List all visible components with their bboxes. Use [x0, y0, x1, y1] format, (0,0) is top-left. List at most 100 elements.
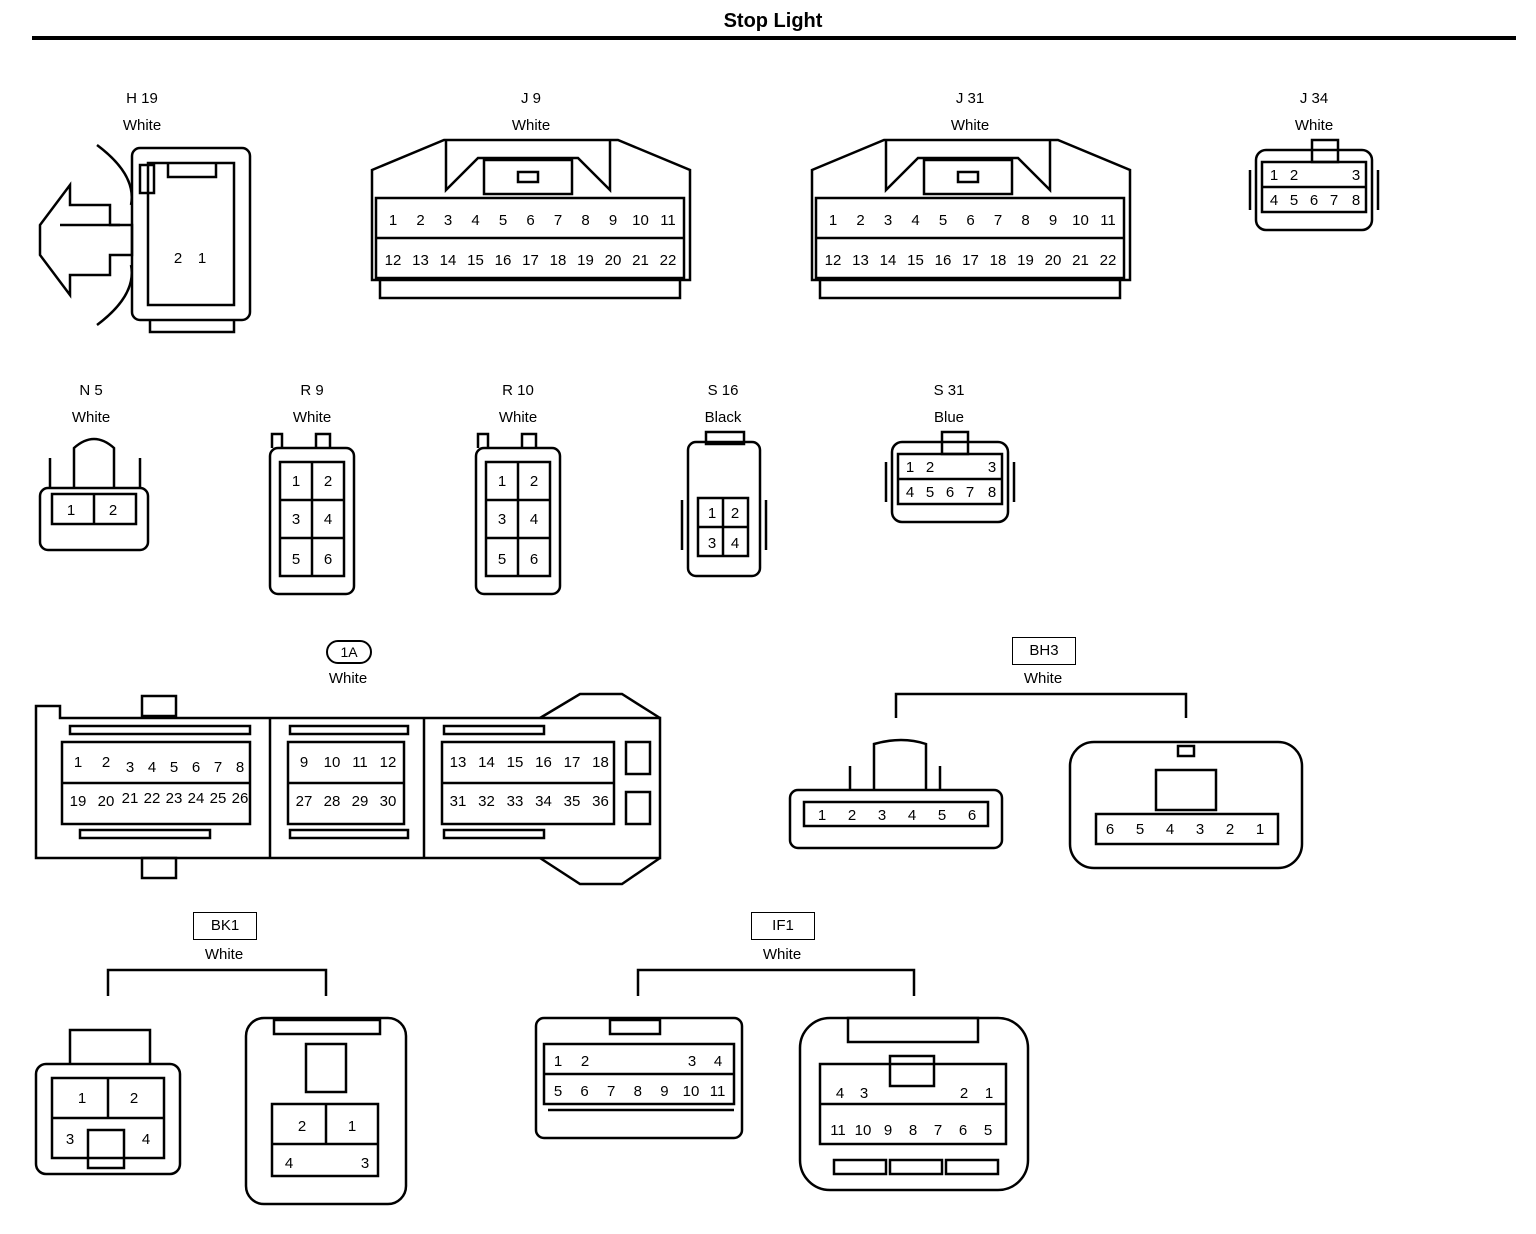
pin-1a-23: 23	[166, 790, 183, 807]
connector-code-j31: J 31	[955, 90, 985, 107]
connector-r9	[268, 432, 356, 596]
connector-bh3-male	[788, 738, 1004, 850]
pin-s31-1: 1	[906, 459, 914, 476]
pin-if1-right-2: 2	[960, 1085, 968, 1102]
pin-if1-right-11: 11	[830, 1122, 846, 1139]
connector-code-bh3: BH3	[1012, 637, 1076, 665]
pin-1a-15: 15	[507, 754, 524, 771]
connector-code-j9: J 9	[520, 90, 541, 107]
pin-1a-33: 33	[507, 793, 524, 810]
pin-j34-1: 1	[1270, 167, 1278, 184]
pin-j9-18: 18	[550, 252, 567, 269]
pin-s16-3: 3	[708, 535, 716, 552]
pin-if1-right-7: 7	[934, 1122, 942, 1139]
pin-bh3-left-5: 5	[938, 807, 946, 824]
connector-code-r10: R 10	[502, 382, 534, 399]
pin-j9-21: 21	[632, 252, 649, 269]
connector-color-j34: White	[1294, 117, 1334, 134]
connector-if1-female	[798, 1016, 1030, 1192]
connector-color-n5: White	[71, 409, 111, 426]
pin-bh3-right-1: 1	[1256, 821, 1264, 838]
pin-j31-8: 8	[1021, 212, 1029, 229]
pin-bk1-left-1: 1	[78, 1090, 86, 1107]
pin-j31-15: 15	[907, 252, 924, 269]
pin-if1-left-4: 4	[714, 1053, 722, 1070]
connector-r10	[474, 432, 562, 596]
pin-1a-16: 16	[535, 754, 552, 771]
pin-j34-5: 5	[1290, 192, 1298, 209]
pin-s31-7: 7	[966, 484, 974, 501]
pin-j31-5: 5	[939, 212, 947, 229]
connector-color-bk1: White	[204, 946, 244, 963]
pin-r10-2: 2	[530, 473, 538, 490]
pin-j34-6: 6	[1310, 192, 1318, 209]
pin-if1-right-1: 1	[985, 1085, 993, 1102]
pin-j9-22: 22	[660, 252, 677, 269]
pin-1a-3: 3	[126, 759, 134, 776]
pin-j31-19: 19	[1017, 252, 1034, 269]
connector-1a	[34, 692, 662, 886]
pin-s16-2: 2	[731, 505, 739, 522]
pin-j31-16: 16	[935, 252, 952, 269]
pin-bh3-right-5: 5	[1136, 821, 1144, 838]
connector-code-bk1: BK1	[193, 912, 257, 940]
pin-j9-11: 11	[660, 212, 676, 229]
pin-if1-left-5: 5	[554, 1083, 562, 1100]
pin-s31-2: 2	[926, 459, 934, 476]
pin-if1-right-5: 5	[984, 1122, 992, 1139]
pin-r10-4: 4	[530, 511, 538, 528]
connector-bh3-female	[1068, 740, 1304, 870]
pin-if1-left-2: 2	[581, 1053, 589, 1070]
pin-if1-left-1: 1	[554, 1053, 562, 1070]
pin-bk1-left-2: 2	[130, 1090, 138, 1107]
pin-j31-10: 10	[1072, 212, 1089, 229]
pin-1a-4: 4	[148, 759, 156, 776]
pin-j31-14: 14	[880, 252, 897, 269]
pin-j31-7: 7	[994, 212, 1002, 229]
connector-color-if1: White	[762, 946, 802, 963]
pin-h19-2: 2	[174, 250, 182, 267]
connector-code-r9: R 9	[300, 382, 324, 399]
connector-if1-male	[534, 1016, 744, 1140]
pin-1a-18: 18	[592, 754, 609, 771]
pin-1a-5: 5	[170, 759, 178, 776]
pin-s31-6: 6	[946, 484, 954, 501]
pin-1a-34: 34	[535, 793, 552, 810]
pin-j31-21: 21	[1072, 252, 1089, 269]
pin-j9-5: 5	[499, 212, 507, 229]
pin-1a-27: 27	[296, 793, 313, 810]
pin-j9-20: 20	[605, 252, 622, 269]
connector-s31	[884, 430, 1016, 524]
connector-j34	[1248, 138, 1380, 232]
pin-j34-3: 3	[1352, 167, 1360, 184]
connector-code-1a: 1A	[326, 640, 372, 664]
connector-color-r10: White	[498, 409, 538, 426]
connector-color-1a: White	[328, 670, 368, 687]
pin-bk1-right-2: 2	[298, 1118, 306, 1135]
pin-s16-1: 1	[708, 505, 716, 522]
pin-1a-26: 26	[232, 790, 249, 807]
pin-1a-24: 24	[188, 790, 205, 807]
connector-code-if1: IF1	[751, 912, 815, 940]
pin-bk1-right-4: 4	[285, 1155, 293, 1172]
pin-1a-13: 13	[450, 754, 467, 771]
pin-j9-17: 17	[522, 252, 539, 269]
pin-j9-8: 8	[581, 212, 589, 229]
pin-j9-16: 16	[495, 252, 512, 269]
pin-j31-9: 9	[1049, 212, 1057, 229]
pin-s31-5: 5	[926, 484, 934, 501]
pin-j31-1: 1	[829, 212, 837, 229]
pin-h19-1: 1	[198, 250, 206, 267]
pin-j31-22: 22	[1100, 252, 1117, 269]
pin-if1-right-8: 8	[909, 1122, 917, 1139]
connector-color-j9: White	[511, 117, 551, 134]
pin-1a-32: 32	[478, 793, 495, 810]
pin-1a-14: 14	[478, 754, 495, 771]
pin-j34-8: 8	[1352, 192, 1360, 209]
pin-if1-right-4: 4	[836, 1085, 844, 1102]
pin-j9-3: 3	[444, 212, 452, 229]
pin-1a-30: 30	[380, 793, 397, 810]
connector-n5	[38, 437, 150, 552]
connector-color-bh3: White	[1023, 670, 1063, 687]
pin-1a-35: 35	[564, 793, 581, 810]
